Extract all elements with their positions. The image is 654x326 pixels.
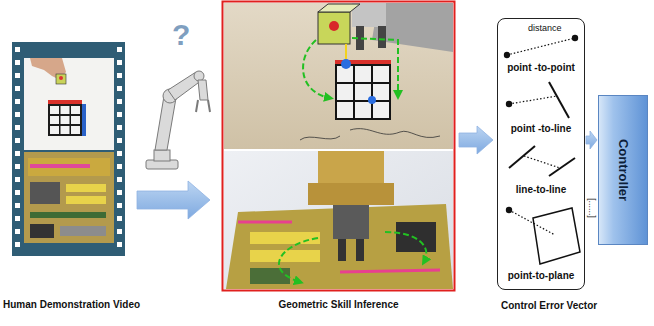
film-strip xyxy=(12,42,125,256)
vector-ellipsis: [......] xyxy=(587,198,596,218)
flow-arrow xyxy=(586,131,597,149)
error-type: point -to-point xyxy=(498,62,584,74)
flow-arrow xyxy=(459,126,493,154)
question-mark: ? xyxy=(172,20,190,50)
controller-box: Controller xyxy=(598,95,648,245)
stage-caption: Control Error Vector xyxy=(501,300,597,312)
stage-caption: Human Demonstration Video xyxy=(3,299,140,311)
error-type: point -to-line xyxy=(498,123,584,135)
inference-photos xyxy=(223,2,455,291)
flow-arrow xyxy=(137,181,210,219)
inference-panel: Geometric Skill Inference xyxy=(222,1,455,291)
distance-label: distance xyxy=(528,23,562,33)
error-type: point-to-plane xyxy=(498,270,584,282)
controller-label: Controller xyxy=(616,139,631,201)
robot-arm-sketch xyxy=(146,71,210,169)
stage-caption: Geometric Skill Inference xyxy=(222,299,455,311)
error-type: line-to-line xyxy=(498,184,584,196)
video-strip: Human Demonstration Video xyxy=(12,42,125,256)
error-vector-box: Control Error Vectordistancepoint -to-po… xyxy=(497,18,585,290)
